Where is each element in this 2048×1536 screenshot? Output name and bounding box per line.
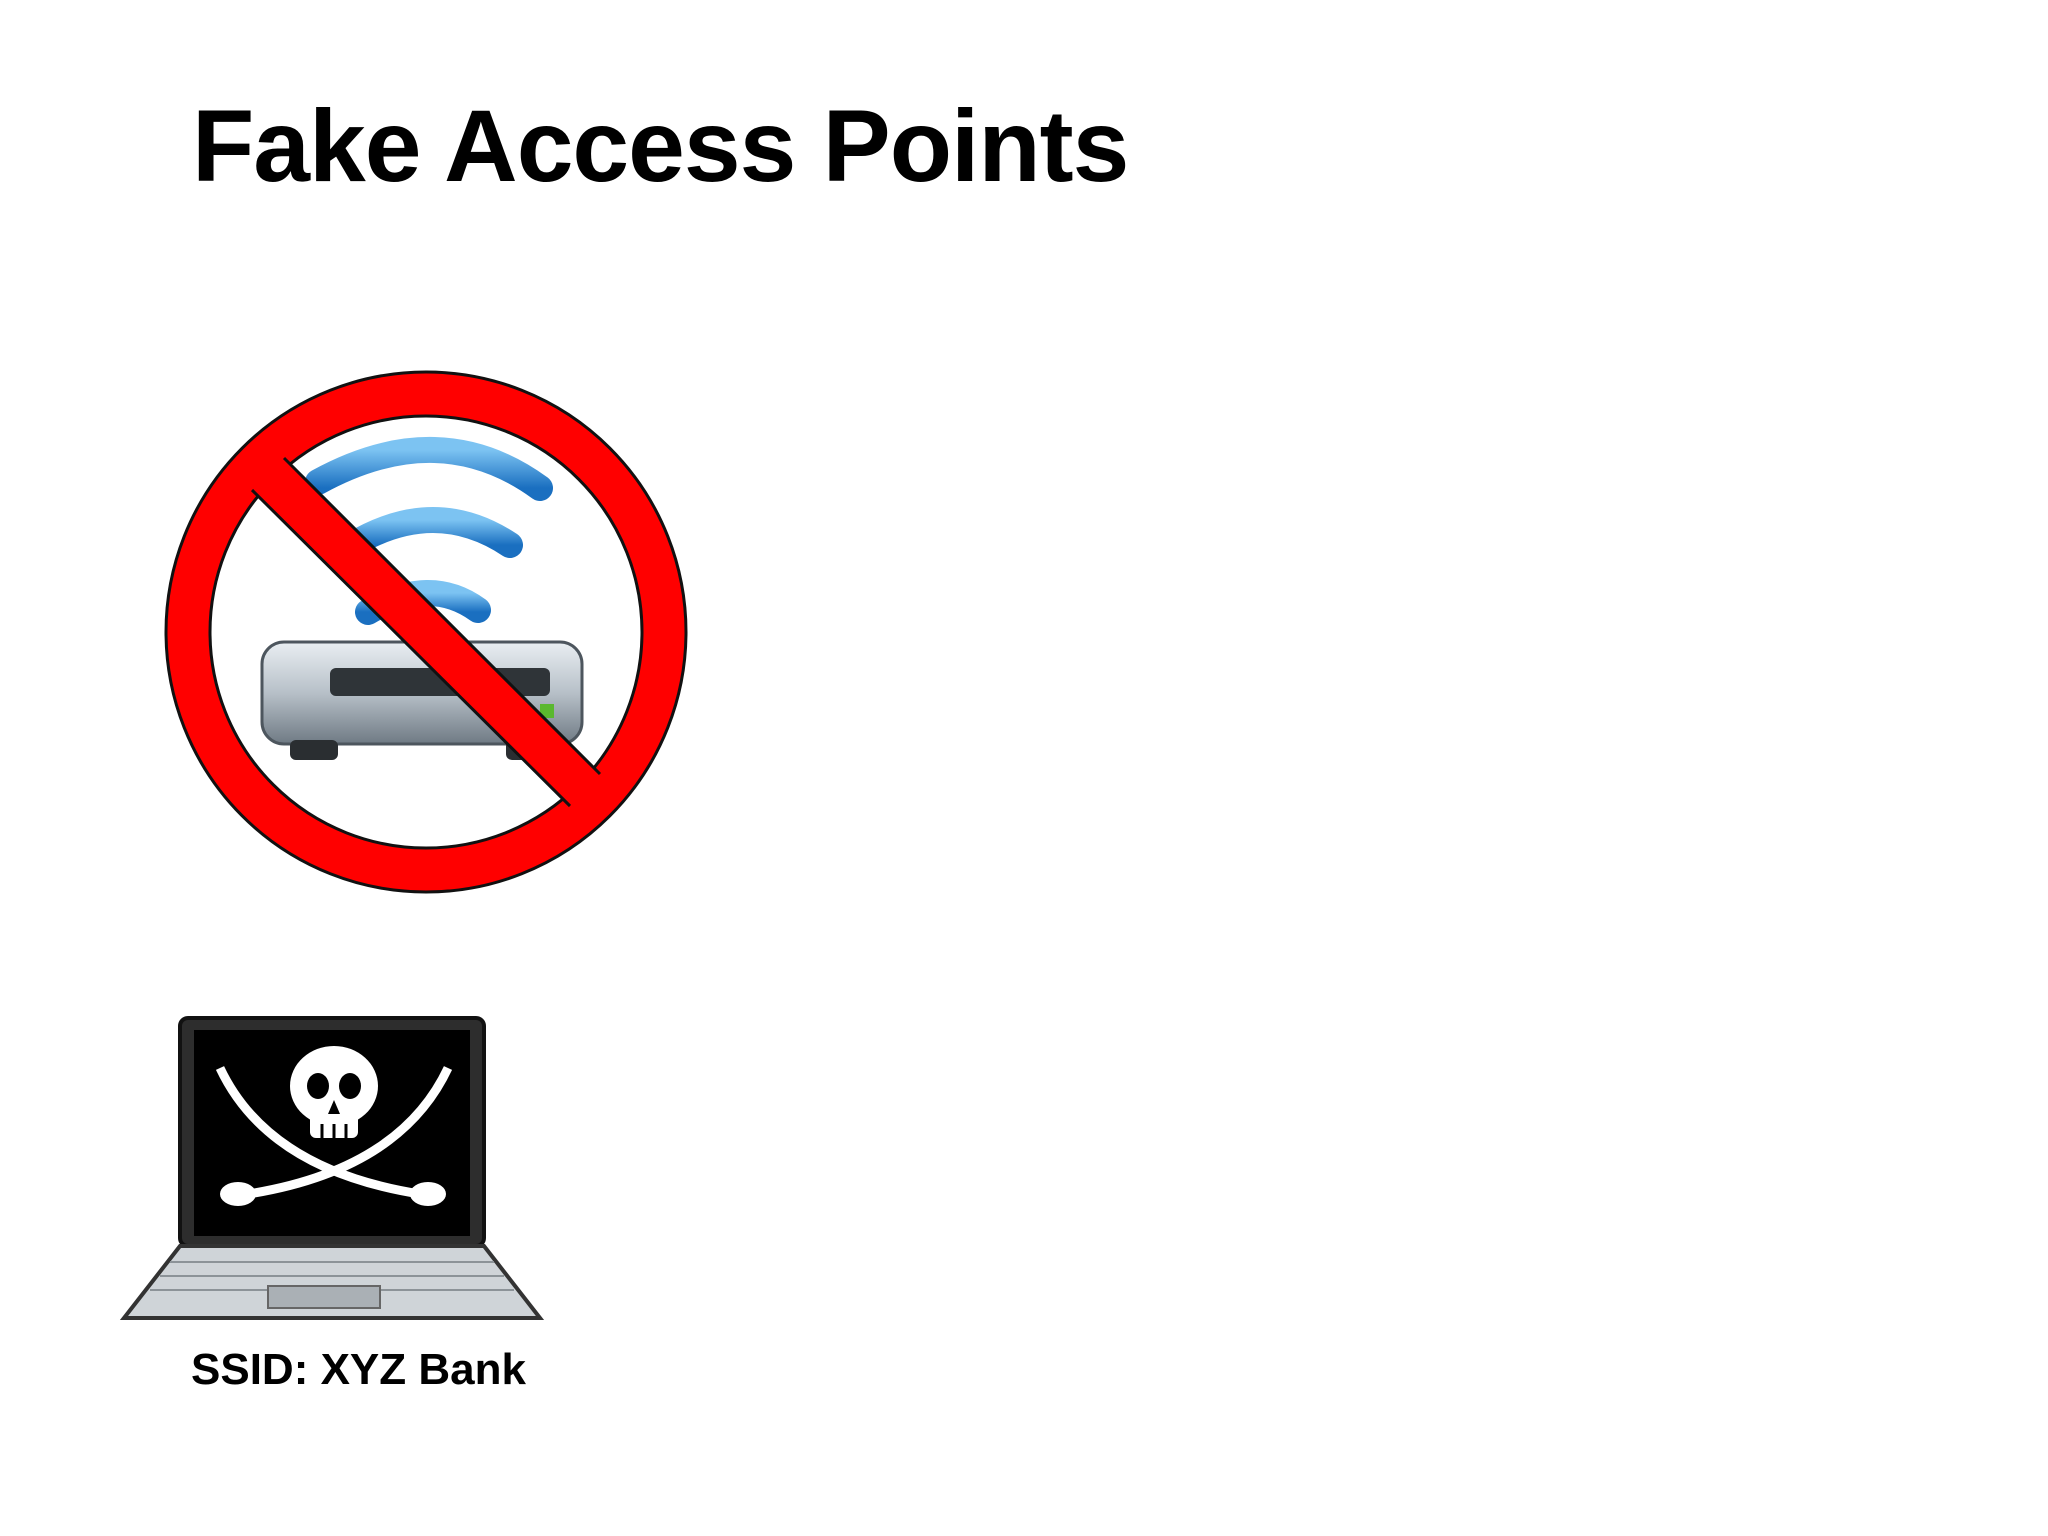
attacker-ssid-label: SSID: XYZ Bank: [191, 1345, 526, 1394]
slide-title: Fake Access Points: [192, 89, 1129, 203]
pirate-laptop-icon: [119, 1016, 545, 1320]
no-wifi-router-icon: [164, 370, 688, 894]
